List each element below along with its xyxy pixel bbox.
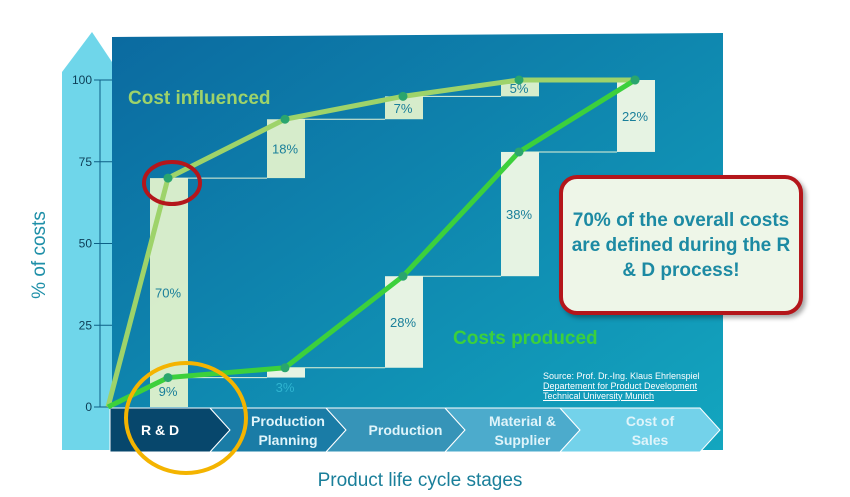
step-box-influenced: [385, 96, 423, 120]
step-box-produced: [385, 276, 423, 368]
stage-label: Material &Supplier: [489, 413, 556, 448]
data-label-influenced: 70%: [155, 286, 181, 301]
plot-background: [112, 33, 723, 450]
data-point: [514, 147, 524, 157]
data-point: [398, 271, 408, 281]
data-point: [398, 91, 408, 101]
data-point: [280, 114, 290, 124]
step-box-influenced: [267, 119, 305, 179]
source-line: Technical University Munich: [543, 391, 655, 401]
series-line-cost-influenced: [105, 77, 635, 408]
data-point: [163, 173, 173, 183]
stage-label: Production: [369, 422, 443, 438]
data-point: [630, 75, 640, 85]
data-point: [514, 75, 524, 85]
source-line: Departement for Product Development: [543, 381, 698, 391]
y-tick-label: 75: [79, 155, 93, 169]
highlight-red-circle: [142, 160, 202, 206]
step-box-influenced: [501, 80, 539, 97]
callout-box: 70% of the overall costs are defined dur…: [559, 175, 803, 315]
data-label-influenced: 5%: [510, 81, 529, 96]
data-label-influenced: 18%: [272, 142, 298, 157]
source-note: Source: Prof. Dr.-Ing. Klaus Ehrlenspiel…: [543, 371, 700, 401]
data-label-produced: 22%: [622, 109, 648, 124]
data-label-produced: 9%: [159, 384, 178, 399]
source-line: Source: Prof. Dr.-Ing. Klaus Ehrlenspiel: [543, 371, 700, 381]
data-point: [163, 373, 173, 383]
stage-label: R & D: [141, 422, 179, 438]
y-tick-label: 0: [85, 400, 92, 414]
series-line-costs-produced: [106, 77, 637, 410]
stage-chevron: [558, 407, 721, 453]
data-label-produced: 28%: [390, 315, 416, 330]
step-box-produced: [501, 151, 539, 277]
callout-text: 70% of the overall costs are defined dur…: [571, 209, 791, 281]
y-tick-label: 50: [79, 237, 93, 251]
y-tick-label: 25: [79, 318, 93, 332]
step-box-produced: [267, 367, 305, 378]
y-axis-label: % of costs: [29, 211, 50, 299]
series-name-cost-influenced: Cost influenced: [128, 88, 271, 109]
x-axis-label: Product life cycle stages: [317, 470, 523, 491]
highlight-orange-circle: [124, 361, 248, 475]
data-label-produced: 3%: [276, 380, 295, 395]
data-label-influenced: 7%: [394, 101, 413, 116]
data-point: [280, 363, 290, 373]
data-label-produced: 38%: [506, 207, 532, 222]
step-box-produced: [617, 80, 655, 152]
y-tick-label: 100: [72, 73, 92, 87]
series-name-costs-produced: Costs produced: [453, 328, 598, 349]
